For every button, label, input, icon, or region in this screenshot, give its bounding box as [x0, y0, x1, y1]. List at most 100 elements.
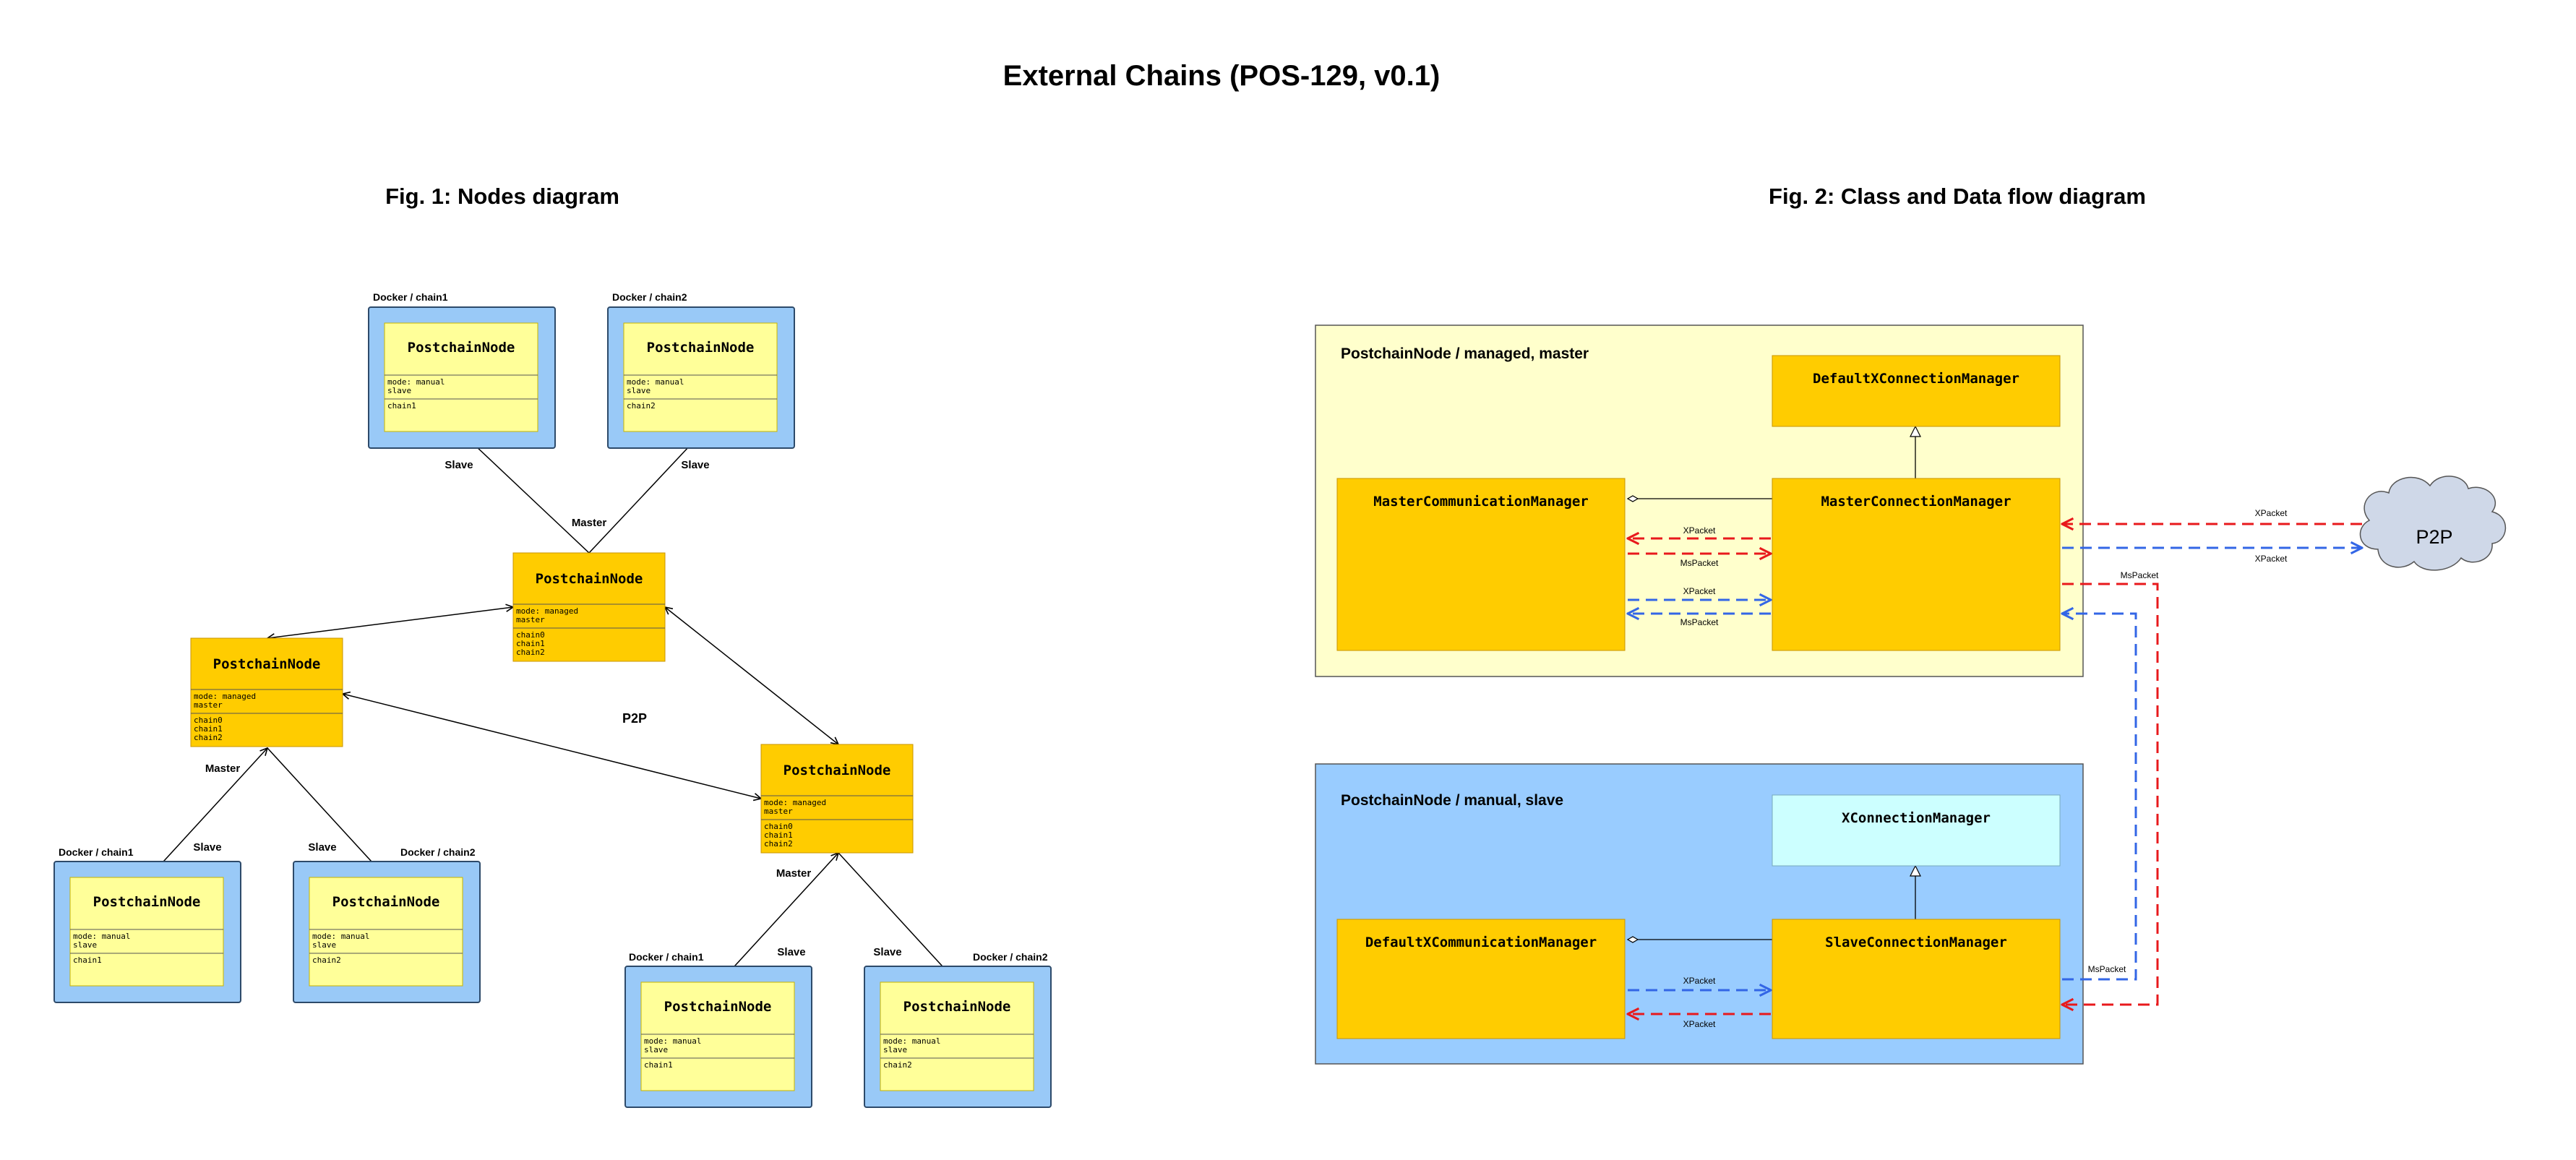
flow-label: XPacket	[2255, 554, 2288, 564]
node-attr: mode: managed	[194, 692, 256, 701]
master-node[interactable]: PostchainNode mode: managed master chain…	[512, 552, 666, 662]
node-chain: chain0	[516, 630, 545, 640]
edge-top-master-slave1	[463, 434, 590, 554]
edge-label-slave: Slave	[193, 841, 221, 854]
node-name: PostchainNode	[93, 894, 201, 910]
edge-label-master: Master	[205, 762, 241, 775]
fig1-title: Fig. 1: Nodes diagram	[385, 184, 619, 209]
node-chain: chain2	[312, 955, 341, 965]
master-node[interactable]: PostchainNode mode: managed master chain…	[190, 637, 343, 747]
slave-node-docker[interactable]: Docker / chain1 PostchainNode mode: manu…	[53, 846, 241, 1003]
node-attr: mode: manual	[387, 377, 445, 387]
edge-p2p-left-right	[343, 694, 761, 799]
flow-label: XPacket	[1683, 976, 1716, 986]
node-attr: mode: manual	[644, 1036, 701, 1046]
flow-label: XPacket	[1683, 586, 1716, 596]
node-attr: master	[194, 700, 223, 710]
cloud-label: P2P	[2416, 526, 2452, 548]
master-group-label: PostchainNode / managed, master	[1341, 345, 1589, 362]
node-chain: chain2	[194, 733, 223, 742]
node-name: PostchainNode	[664, 999, 772, 1015]
edge-left-master-slave1	[148, 748, 267, 878]
class-slave-connection-manager[interactable]: SlaveConnectionManager	[1772, 919, 2061, 1039]
node-name: PostchainNode	[332, 894, 440, 910]
flow-label: MsPacket	[1680, 558, 1719, 568]
flow-label: MsPacket	[1680, 617, 1719, 627]
class-name: MasterConnectionManager	[1821, 494, 2011, 510]
edge-right-master-slave1	[719, 853, 838, 983]
node-chain: chain1	[516, 639, 545, 648]
class-master-connection-manager[interactable]: MasterConnectionManager	[1772, 478, 2061, 651]
node-attr: master	[516, 615, 545, 624]
edge-label-slave: Slave	[308, 841, 336, 854]
docker-label: Docker / chain1	[59, 846, 134, 858]
edge-left-master-slave2	[267, 747, 387, 878]
slave-internal-flows	[1628, 990, 1771, 1014]
docker-label: Docker / chain1	[629, 951, 704, 963]
node-attr: mode: manual	[627, 377, 684, 387]
node-chain: chain1	[764, 830, 793, 840]
node-name: PostchainNode	[783, 762, 891, 778]
node-chain: chain0	[764, 822, 793, 831]
docker-label: Docker / chain1	[373, 291, 448, 303]
node-attr: slave	[627, 386, 651, 395]
edge-top-master-slave2	[588, 434, 701, 554]
node-chain: chain1	[387, 401, 416, 411]
class-x-connection-manager[interactable]: XConnectionManager	[1772, 794, 2061, 867]
slave-node-docker[interactable]: Docker / chain2 PostchainNode mode: manu…	[607, 291, 795, 449]
class-name: XConnectionManager	[1842, 810, 1991, 826]
class-name: MasterCommunicationManager	[1373, 494, 1588, 510]
node-attr: slave	[883, 1045, 907, 1054]
class-default-x-communication-manager[interactable]: DefaultXCommunicationManager	[1336, 919, 1626, 1039]
node-attr: slave	[387, 386, 411, 395]
edge-p2p-top-right	[665, 607, 838, 744]
class-name: SlaveConnectionManager	[1825, 935, 2007, 950]
class-relations	[1628, 426, 1915, 940]
edge-label-slave: Slave	[777, 946, 805, 958]
node-name: PostchainNode	[903, 999, 1011, 1015]
flow-label: XPacket	[2255, 508, 2288, 518]
docker-label: Docker / chain2	[400, 846, 476, 858]
node-chain: chain1	[194, 724, 223, 734]
node-chain: chain2	[883, 1060, 912, 1070]
slave-group-label: PostchainNode / manual, slave	[1341, 792, 1563, 809]
node-attr: mode: manual	[312, 932, 369, 941]
node-chain: chain0	[194, 716, 223, 725]
flow-label: XPacket	[1683, 1019, 1716, 1029]
flow-label: XPacket	[1683, 525, 1716, 536]
node-name: PostchainNode	[536, 571, 643, 587]
node-name: PostchainNode	[408, 340, 515, 356]
p2p-cloud-icon: P2P	[2359, 476, 2507, 571]
page-title: External Chains (POS-129, v0.1)	[1003, 60, 1441, 92]
flow-blue-mspacket-slave-to-master	[2062, 614, 2137, 981]
node-attr: mode: managed	[516, 606, 578, 616]
node-chain: chain2	[627, 401, 656, 411]
class-name: DefaultXCommunicationManager	[1365, 935, 1597, 950]
edge-label-slave: Slave	[873, 946, 901, 958]
slave-node-docker[interactable]: Docker / chain2 PostchainNode mode: manu…	[864, 951, 1052, 1108]
master-node[interactable]: PostchainNode mode: managed master chain…	[760, 744, 914, 854]
docker-label: Docker / chain2	[973, 951, 1048, 963]
edge-label-master: Master	[776, 867, 812, 880]
node-name: PostchainNode	[647, 340, 755, 356]
edge-label-slave: Slave	[445, 459, 473, 471]
docker-label: Docker / chain2	[612, 291, 687, 303]
slave-node-docker[interactable]: Docker / chain1 PostchainNode mode: manu…	[368, 291, 556, 449]
node-attr: mode: manual	[883, 1036, 940, 1046]
node-attr: slave	[73, 940, 97, 950]
slave-node-docker[interactable]: Docker / chain2 PostchainNode mode: manu…	[293, 846, 481, 1003]
node-name: PostchainNode	[213, 656, 321, 672]
p2p-label: P2P	[622, 711, 647, 726]
class-master-communication-manager[interactable]: MasterCommunicationManager	[1336, 478, 1626, 651]
node-attr: mode: managed	[764, 798, 826, 807]
fig1-edges	[148, 434, 958, 983]
slave-node-docker[interactable]: Docker / chain1 PostchainNode mode: manu…	[624, 951, 812, 1108]
node-chain: chain2	[764, 839, 793, 848]
external-flows	[2062, 524, 2362, 1005]
fig2-title: Fig. 2: Class and Data flow diagram	[1769, 184, 2146, 209]
flow-label: MsPacket	[2121, 570, 2159, 580]
class-default-x-connection-manager[interactable]: DefaultXConnectionManager	[1772, 355, 2061, 427]
node-chain: chain1	[73, 955, 102, 965]
node-attr: master	[764, 807, 793, 816]
